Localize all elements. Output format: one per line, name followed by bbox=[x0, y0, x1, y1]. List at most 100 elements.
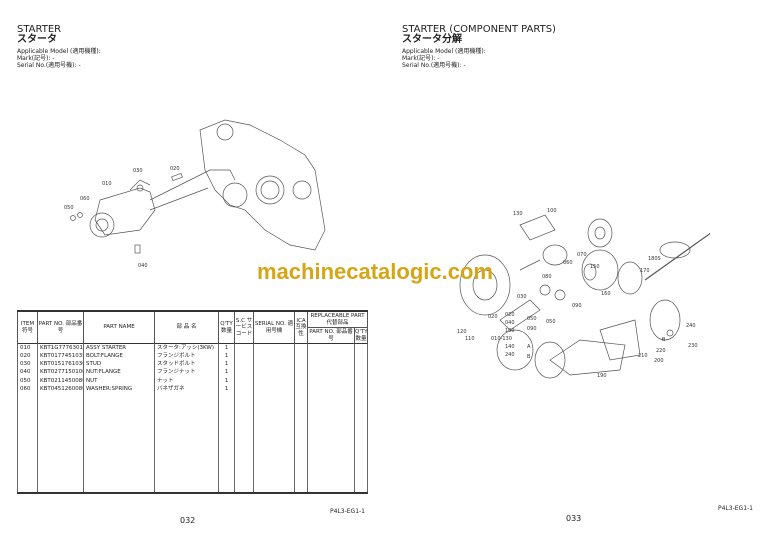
cell-rep-qty bbox=[354, 352, 368, 361]
cell-ica bbox=[294, 368, 308, 377]
serial-no-right: Serial No.(適用号機): - bbox=[402, 62, 466, 69]
empty-cell bbox=[234, 392, 254, 494]
callout-050: 050 bbox=[546, 319, 556, 325]
header-jp-name: 部 品 名 bbox=[154, 310, 219, 344]
callout-110: 110 bbox=[465, 336, 475, 342]
callout-170: 170 bbox=[640, 268, 650, 274]
empty-cell bbox=[83, 392, 155, 494]
empty-cell bbox=[294, 392, 308, 494]
cell-rep-part-no bbox=[307, 376, 355, 385]
header-item: ITEM 符号 bbox=[17, 310, 38, 344]
callout-240: 240 bbox=[686, 323, 696, 329]
cell-part-name: WASHER:SPRING bbox=[83, 384, 155, 393]
callout-030: 030 bbox=[133, 168, 143, 174]
cell-rep-qty bbox=[354, 360, 368, 369]
cell-item: 040 bbox=[17, 368, 38, 377]
page-title-jp: スタータ bbox=[17, 34, 57, 45]
doc-code-right: P4L3-EG1-1 bbox=[718, 505, 754, 512]
callout-040: 040 bbox=[138, 263, 148, 269]
cell-jp-name: バネザガネ bbox=[154, 384, 219, 393]
legend-b: B bbox=[527, 354, 531, 360]
legend-050: 050 bbox=[527, 316, 537, 322]
empty-cell bbox=[253, 392, 295, 494]
header-replaceable: REPLACEABLE PART 代替部品 bbox=[307, 310, 368, 328]
header-qty: Q'TY 数量 bbox=[218, 310, 235, 344]
callout-100: 100 bbox=[547, 208, 557, 214]
serial-no: Serial No.(適用号機): - bbox=[17, 62, 81, 69]
callout-180s: 180S bbox=[648, 256, 661, 262]
cell-sc bbox=[234, 360, 254, 369]
callout-120: 120 bbox=[457, 329, 467, 335]
callout-160: 160 bbox=[601, 291, 611, 297]
cell-part-name: NUT:FLANGE bbox=[83, 368, 155, 377]
watermark: machinecatalogic.com bbox=[257, 259, 493, 284]
cell-part-no: KBT0177451035 bbox=[37, 352, 84, 361]
callout-210: 210 bbox=[638, 353, 648, 359]
applicable-model-right: Applicable Model (適用機種): bbox=[402, 48, 486, 55]
callout-080: 080 bbox=[542, 274, 552, 280]
callout-070: 070 bbox=[577, 252, 587, 258]
page-number-left: 032 bbox=[180, 516, 196, 525]
callout-190: 190 bbox=[597, 373, 607, 379]
page-title-jp-right: スタータ分解 bbox=[402, 34, 462, 45]
cell-part-name: ASSY STARTER bbox=[83, 343, 155, 352]
cell-qty: 1 bbox=[218, 360, 235, 369]
legend-010: 010-130 bbox=[491, 336, 512, 342]
mark: Mark(記号): - bbox=[17, 55, 55, 62]
parts-table: ITEM 符号 PART NO. 部品番号 PART NAME 部 品 名 Q'… bbox=[17, 310, 368, 494]
header-rep-part-no: PART NO. 部品番号 bbox=[307, 327, 355, 344]
cell-rep-part-no bbox=[307, 384, 355, 393]
cell-part-name: STUD bbox=[83, 360, 155, 369]
cell-rep-qty bbox=[354, 368, 368, 377]
cell-rep-part-no bbox=[307, 360, 355, 369]
header-part-no: PART NO. 部品番号 bbox=[37, 310, 84, 344]
starter-assembly-diagram: 030 020 010 060 050 040 bbox=[64, 119, 326, 269]
header-ica: ICA 互換性 bbox=[294, 310, 308, 344]
header-sc: S.C サービス コード bbox=[234, 310, 254, 344]
starter-exploded-diagram: 130 100 070 060 150 180S 170 080 090 160… bbox=[457, 208, 710, 379]
legend-100: 100 bbox=[505, 328, 515, 334]
callout-030: 030 bbox=[517, 294, 527, 300]
cell-serial bbox=[253, 384, 295, 393]
cell-part-no: KBT0151761030 bbox=[37, 360, 84, 369]
page-number-right: 033 bbox=[566, 514, 582, 523]
cell-sc bbox=[234, 376, 254, 385]
legend-a: A bbox=[527, 344, 531, 350]
callout-020: 020 bbox=[170, 166, 180, 172]
cell-part-no: KBT0451260080 bbox=[37, 384, 84, 393]
cell-qty: 1 bbox=[218, 352, 235, 361]
legend-010-start: 010 bbox=[491, 336, 501, 342]
cell-ica bbox=[294, 384, 308, 393]
callout-220: 220 bbox=[656, 348, 666, 354]
cell-rep-qty bbox=[354, 376, 368, 385]
table-filler-row bbox=[17, 392, 368, 494]
callout-150: 150 bbox=[590, 264, 600, 270]
cell-rep-part-no bbox=[307, 352, 355, 361]
cell-qty: 1 bbox=[218, 384, 235, 393]
cell-item: 060 bbox=[17, 384, 38, 393]
mark-right: Mark(記号): - bbox=[402, 55, 440, 62]
cell-item: 050 bbox=[17, 376, 38, 385]
cell-jp-name: フランジボルト bbox=[154, 352, 219, 361]
cell-qty: 1 bbox=[218, 376, 235, 385]
legend-240: 240 bbox=[505, 352, 515, 358]
cell-serial bbox=[253, 360, 295, 369]
cell-rep-qty bbox=[354, 343, 368, 352]
cell-sc bbox=[234, 368, 254, 377]
cell-ica bbox=[294, 360, 308, 369]
empty-cell bbox=[154, 392, 219, 494]
cell-serial bbox=[253, 376, 295, 385]
cell-item: 010 bbox=[17, 343, 38, 352]
callout-200: 200 bbox=[654, 358, 664, 364]
cell-jp-name: スタッドボルト bbox=[154, 360, 219, 369]
cell-jp-name: フランジナット bbox=[154, 368, 219, 377]
cell-rep-part-no bbox=[307, 368, 355, 377]
callout-050: 050 bbox=[64, 205, 74, 211]
cell-jp-name: スタータ:アッシ(3KW) bbox=[154, 343, 219, 352]
cell-serial bbox=[253, 343, 295, 352]
legend-010-end: 130 bbox=[502, 336, 512, 342]
